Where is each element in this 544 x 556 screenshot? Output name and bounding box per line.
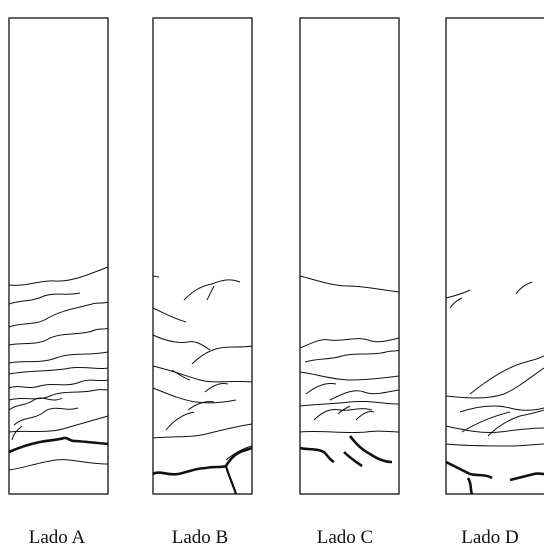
crack-line	[171, 369, 191, 381]
panel-a-thin-cracks	[8, 266, 109, 471]
crack-line	[204, 383, 229, 393]
crack-line	[183, 279, 241, 301]
crack-line	[445, 425, 544, 433]
panel-a-major-crack	[8, 436, 109, 454]
crack-line	[299, 275, 400, 293]
panel-lado-b	[152, 17, 253, 495]
panel-lado-a	[8, 17, 109, 495]
panel-d-major-cracks	[445, 460, 544, 495]
crack-line	[8, 459, 109, 471]
crack-line	[8, 379, 109, 389]
panel-d-outline	[445, 17, 544, 495]
major-crack-line	[299, 446, 335, 464]
panel-a-outline	[8, 17, 109, 495]
crack-line	[8, 366, 109, 375]
crack-line	[152, 365, 253, 383]
crack-line	[515, 281, 533, 295]
major-crack-line	[466, 477, 474, 495]
panel-lado-d	[445, 17, 544, 495]
major-crack-line	[509, 472, 544, 482]
crack-line	[225, 445, 253, 461]
crack-line	[469, 355, 544, 395]
crack-line	[8, 292, 81, 305]
panel-label-lado-a: Lado A	[28, 527, 86, 548]
major-crack-line	[445, 460, 493, 480]
crack-line	[11, 425, 23, 441]
crack-line	[299, 337, 400, 349]
crack-line	[459, 405, 544, 413]
panel-c-outline	[299, 17, 400, 495]
crack-line	[8, 351, 109, 364]
major-crack-line	[343, 451, 363, 468]
crack-line	[8, 266, 109, 286]
crack-line	[152, 387, 237, 404]
panel-c-thin-cracks	[299, 275, 400, 434]
crack-line	[449, 297, 463, 309]
crack-line	[152, 334, 211, 351]
panel-b-major-crack	[152, 446, 253, 476]
panel-b-major-crack-branch	[224, 465, 238, 495]
crack-line	[304, 349, 400, 363]
crack-line	[445, 367, 544, 399]
crack-line	[305, 383, 337, 395]
crack-line	[187, 401, 215, 411]
crack-line	[299, 430, 400, 434]
panel-lado-c	[299, 17, 400, 495]
crack-line	[355, 411, 375, 421]
crack-line	[329, 389, 400, 401]
crack-line	[152, 307, 187, 323]
crack-line	[313, 408, 373, 421]
panel-b-thin-cracks	[152, 275, 253, 461]
crack-line	[8, 389, 109, 401]
crack-line	[487, 409, 544, 437]
crack-line	[445, 443, 544, 447]
panel-label-lado-c: Lado C	[316, 527, 374, 548]
crack-line	[152, 275, 160, 278]
panel-label-lado-d: Lado D	[461, 527, 519, 548]
major-crack-line	[348, 435, 393, 464]
panel-b-outline	[152, 17, 253, 495]
crack-line	[8, 301, 109, 328]
crack-line	[8, 327, 109, 346]
crack-line	[191, 345, 253, 365]
crack-line	[165, 411, 195, 431]
panel-d-thin-cracks	[445, 281, 544, 447]
panel-c-major-cracks	[299, 435, 393, 468]
crack-line	[461, 411, 511, 433]
crack-line	[152, 423, 253, 439]
crack-line	[206, 285, 215, 301]
crack-line	[13, 407, 79, 426]
crack-line	[8, 415, 109, 433]
crack-line	[8, 397, 63, 411]
crack-line	[337, 405, 351, 415]
panel-label-lado-b: Lado B	[171, 527, 229, 548]
crack-line	[445, 289, 471, 299]
crack-line	[299, 371, 400, 381]
crack-line	[299, 400, 400, 407]
